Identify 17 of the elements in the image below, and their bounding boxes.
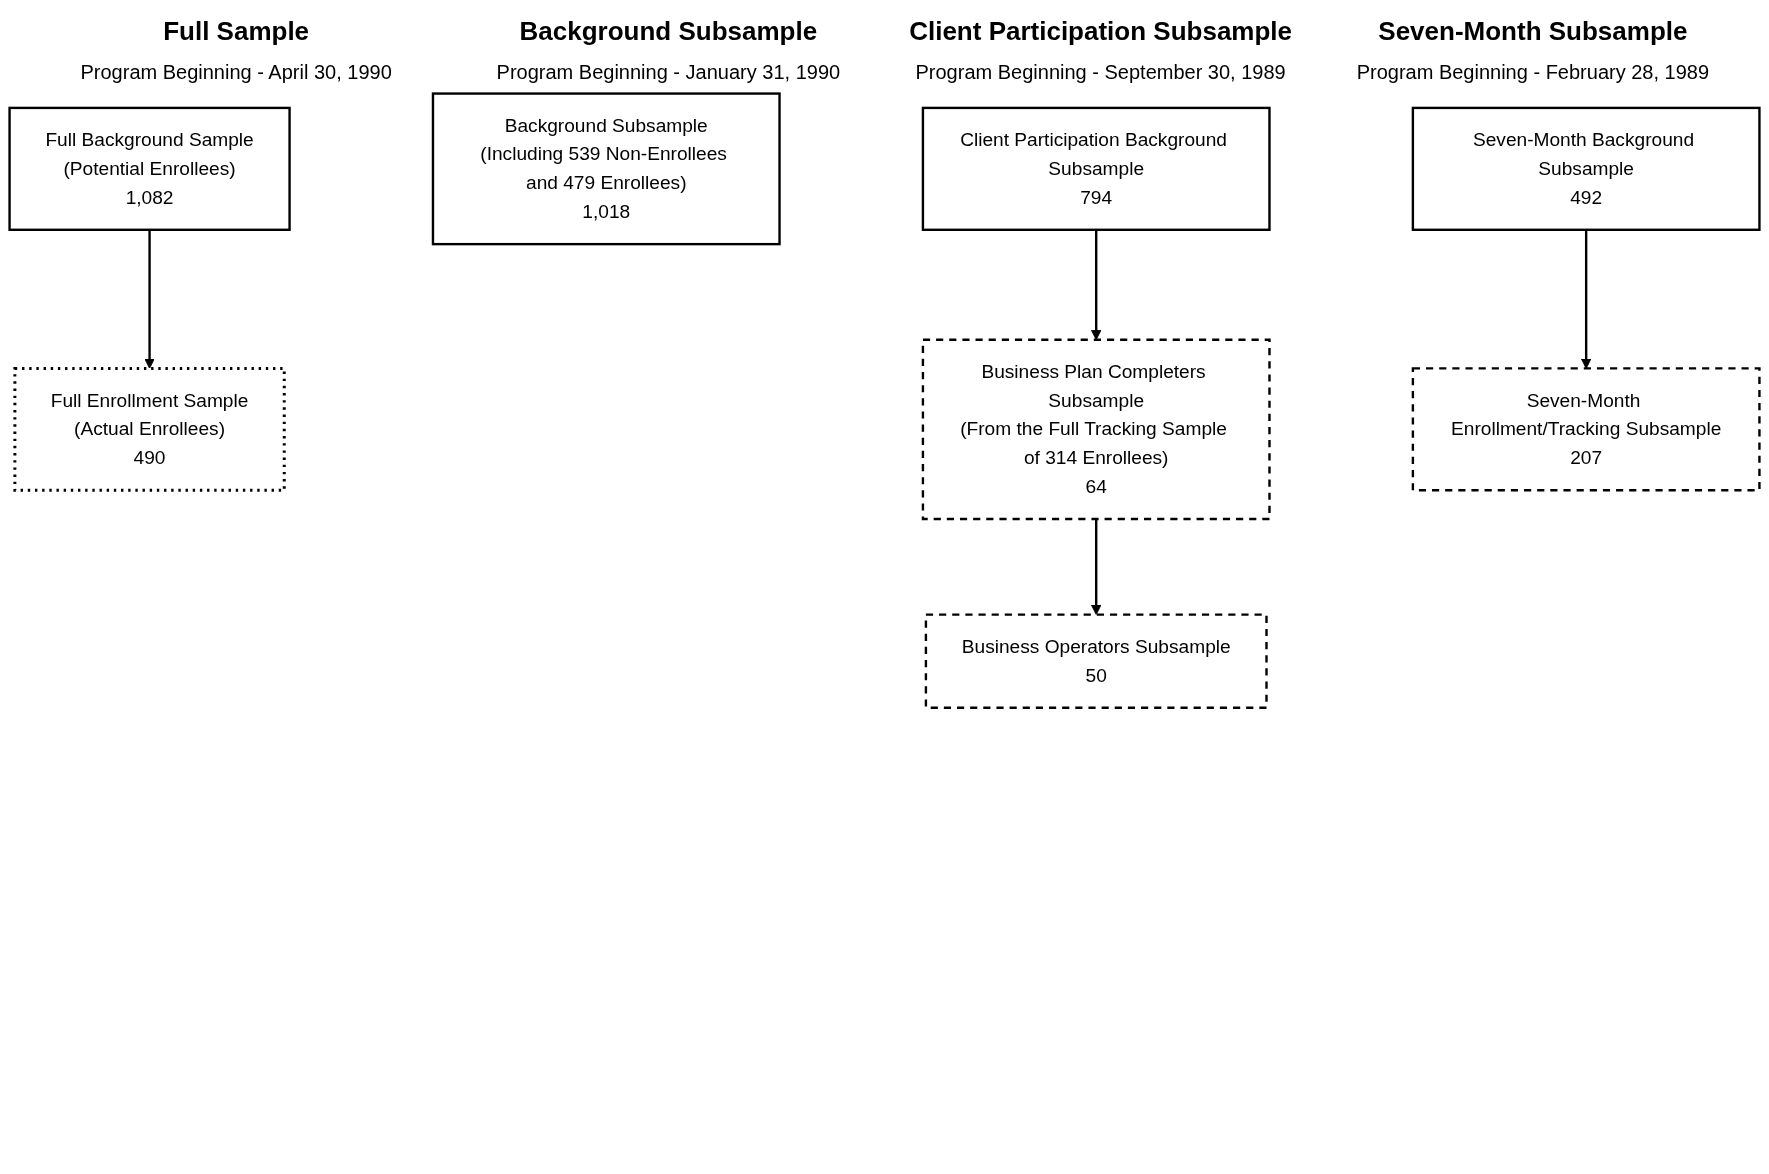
node-box: Client Participation Background Subsample 794 <box>921 106 1271 231</box>
node-box: Full Background Sample (Potential Enrollees) 1,082 <box>8 106 291 231</box>
start-date-text: Program Beginning - February 28, 1989 <box>1356 61 1710 84</box>
node-box: Business Plan Completers Subsample (From the Full Tracking Sample of 314 Enrollees) 64 <box>921 338 1271 521</box>
start-date-text: Program Beginning - April 30, 1990 <box>80 61 392 84</box>
column-heading: Client Participation Subsample <box>909 16 1293 47</box>
column-heading: Seven-Month Subsample <box>1378 16 1688 47</box>
arrow <box>144 229 155 369</box>
column-heading: Full Sample <box>163 16 310 47</box>
node-box: Seven-Month Enrollment/Tracking Subsample 207 <box>1411 367 1761 492</box>
node-box: Background Subsample (Including 539 Non-Enrollees and 479 Enrollees) 1,018 <box>431 92 781 246</box>
node-box: Seven-Month Background Subsample 492 <box>1411 106 1761 231</box>
column-heading: Background Subsample <box>519 16 818 47</box>
node-box: Business Operators Subsample 50 <box>924 613 1268 709</box>
start-date-text: Program Beginning - September 30, 1989 <box>915 61 1286 84</box>
start-date-text: Program Beginning - January 31, 1990 <box>496 61 841 84</box>
arrow <box>1580 229 1592 369</box>
